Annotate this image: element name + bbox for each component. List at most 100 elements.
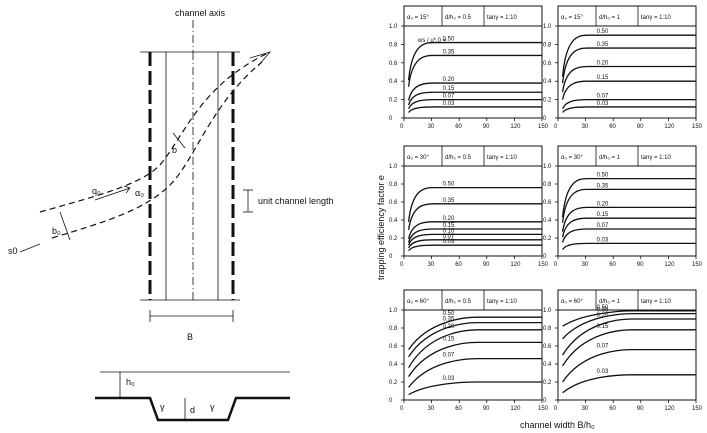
flow-tube-upper	[39, 51, 271, 213]
x-tick-label: 120	[510, 262, 521, 268]
x-tick-label: 120	[510, 406, 521, 412]
efficiency-curve	[561, 228, 696, 243]
ws-label: ws / u*,0 =	[417, 38, 447, 44]
curve-label: 0.20	[443, 77, 455, 83]
panel-alpha: α₀ = 30°	[407, 155, 429, 161]
curve-label: 0.50	[443, 182, 455, 188]
panel-alpha: α₀ = 60°	[407, 299, 429, 305]
x-tick-label: 60	[609, 262, 616, 268]
x-tick-label: 60	[455, 124, 462, 130]
x-tick-label: 0	[400, 406, 404, 412]
efficiency-curve	[561, 80, 696, 100]
panel-ratio: d/h₀ = 1	[599, 299, 621, 305]
b-label: b	[172, 145, 177, 155]
efficiency-curve	[407, 221, 542, 240]
efficiency-curve	[561, 188, 696, 223]
curve-label: 0.07	[443, 94, 455, 100]
y-tick-label: 1.0	[389, 24, 398, 30]
y-tick-label: 0.8	[543, 326, 552, 332]
plot-area	[403, 25, 543, 119]
y-tick-label: 0.4	[389, 218, 398, 224]
efficiency-curve	[408, 357, 542, 388]
y-tick-label: 1.0	[543, 24, 552, 30]
panel-ratio: d/h₀ = 0.5	[445, 299, 472, 305]
curve-label: 0.03	[443, 239, 455, 245]
efficiency-curve	[408, 341, 542, 377]
curve-label: 0.20	[597, 60, 609, 66]
curve-label: 0.50	[443, 37, 455, 43]
x-tick-label: 30	[428, 406, 435, 412]
efficiency-curve	[562, 106, 696, 113]
y-tick-label: 1.0	[389, 164, 398, 170]
curve-label: 0.03	[597, 101, 609, 107]
panel-tan: tanγ = 1:10	[641, 299, 672, 305]
y-tick-label: 1.0	[543, 164, 552, 170]
q0-arrow	[94, 187, 131, 201]
efficiency-curve	[561, 206, 696, 232]
efficiency-curve	[407, 98, 542, 110]
efficiency-curve	[408, 106, 542, 113]
y-tick-label: 0.6	[543, 61, 552, 67]
x-tick-label: 90	[637, 124, 644, 130]
curve-label: 0.07	[443, 234, 455, 240]
curve-label: 0.15	[443, 86, 455, 92]
x-tick-label: 90	[637, 262, 644, 268]
curve-label: 0.35	[597, 183, 609, 189]
curve-label: 0.15	[443, 223, 455, 229]
x-tick-label: 60	[609, 406, 616, 412]
curve-label: 0.03	[443, 376, 455, 382]
curve-label: 0.03	[443, 101, 455, 107]
x-tick-label: 90	[483, 262, 490, 268]
panel-ratio: d/h₀ = 0.5	[445, 15, 472, 21]
y-tick-label: 0	[543, 254, 547, 260]
curve-label: 0.20	[443, 324, 455, 330]
curve-label: 0.35	[443, 49, 455, 55]
panel-ratio: d/h₀ = 1	[599, 155, 621, 161]
efficiency-curve	[561, 47, 696, 84]
y-tick-label: 0	[389, 116, 393, 122]
x-tick-label: 150	[538, 406, 549, 412]
efficiency-curve	[561, 177, 696, 218]
x-tick-label: 90	[483, 406, 490, 412]
efficiency-curve	[407, 91, 542, 106]
panel-ratio: d/h₀ = 0.5	[445, 155, 472, 161]
x-tick-label: 0	[554, 124, 558, 130]
efficiency-curve	[408, 321, 542, 358]
y-tick-label: 0.8	[389, 326, 398, 332]
y-tick-label: 0.8	[389, 42, 398, 48]
efficiency-curve	[407, 186, 542, 222]
panel-tan: tanγ = 1:10	[487, 299, 518, 305]
efficiency-curve	[561, 98, 696, 110]
panel-alpha: α₀ = 30°	[561, 155, 583, 161]
plot-area	[403, 165, 543, 257]
x-tick-label: 120	[664, 262, 675, 268]
x-tick-label: 0	[554, 262, 558, 268]
panel-alpha: α₀ = 60°	[561, 299, 583, 305]
y-tick-label: 0	[543, 116, 547, 122]
flow-arrowhead-upper	[249, 51, 272, 67]
y-tick-label: 1.0	[543, 308, 552, 314]
b-dimension	[172, 132, 186, 149]
panel-tan: tanγ = 1:10	[641, 155, 672, 161]
efficiency-curve	[408, 244, 542, 252]
efficiency-curve	[561, 65, 696, 93]
curve-label: 0.20	[597, 313, 609, 319]
efficiency-curve	[408, 381, 542, 396]
efficiency-curve	[562, 348, 696, 383]
curve-label: 0.03	[597, 237, 609, 243]
efficiency-curve	[407, 203, 542, 230]
efficiency-curve	[407, 228, 542, 243]
x-tick-label: 150	[692, 262, 703, 268]
curve-label: 0.35	[443, 198, 455, 204]
y-tick-label: 1.0	[389, 308, 398, 314]
B-label: B	[187, 332, 193, 342]
curve-label: 0.15	[597, 212, 609, 218]
channel-cross-section: h₀ d γ γ	[95, 371, 290, 422]
efficiency-curve	[407, 41, 542, 81]
x-tick-label: 0	[400, 262, 404, 268]
curve-label: 0.07	[443, 353, 455, 359]
curve-label: 0.50	[597, 29, 609, 35]
